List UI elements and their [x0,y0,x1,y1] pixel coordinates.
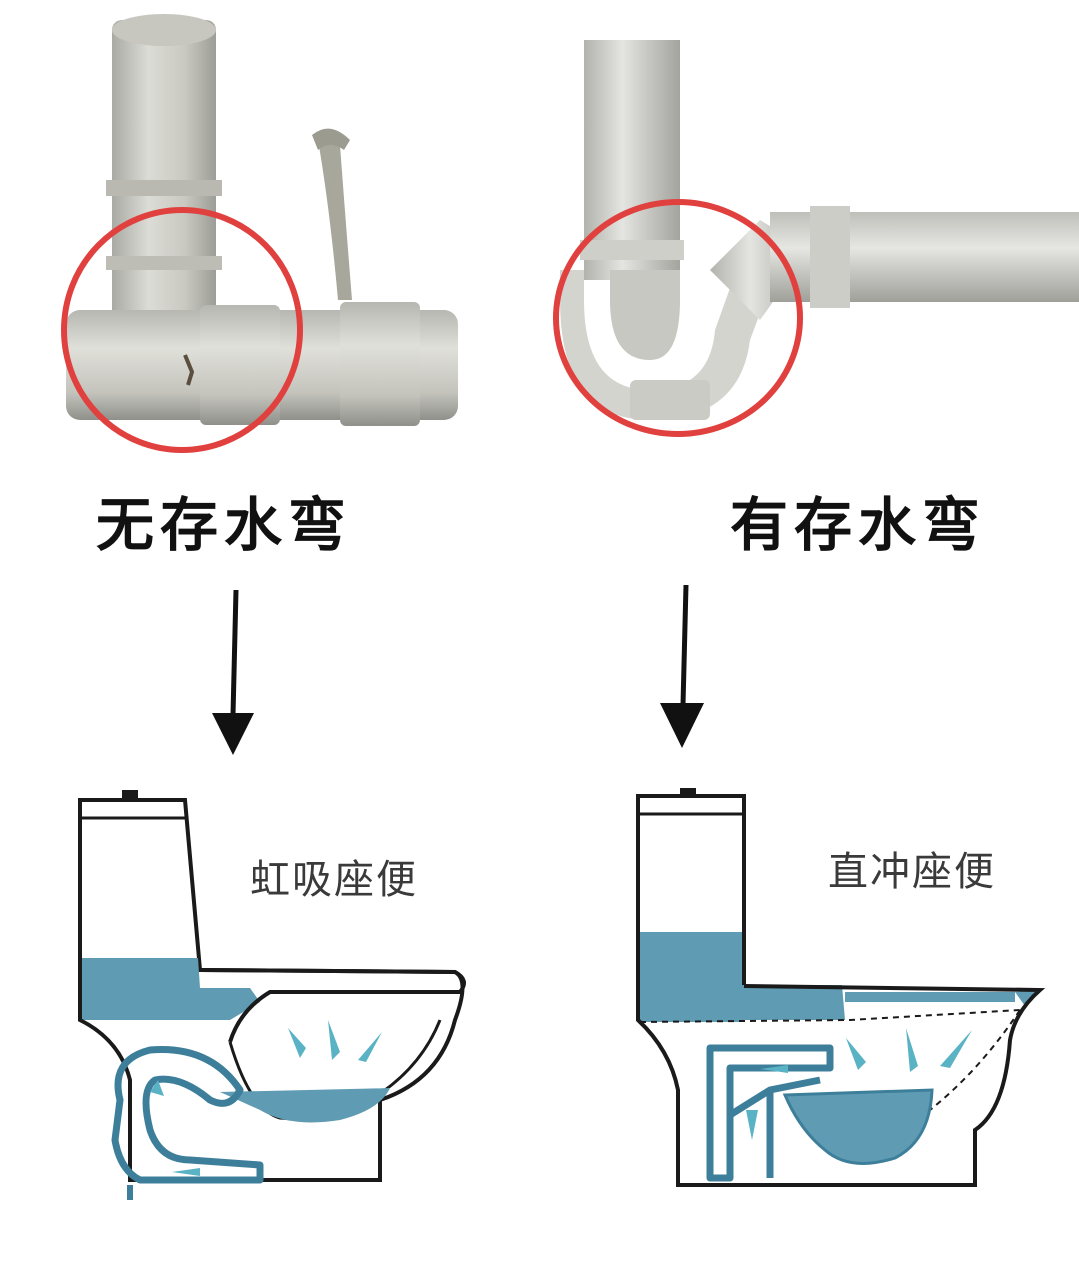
label-siphon-toilet: 虹吸座便 [250,857,418,903]
photo-pipe-no-trap [0,0,540,460]
highlight-circle-icon [553,199,803,437]
heading-with-trap: 有存水弯 [730,491,987,559]
pipe-p-trap-photo [553,40,1079,437]
down-arrow-left [200,585,270,760]
photo-pipe-with-trap [540,0,1079,460]
siphon-toilet-diagram [60,780,490,1210]
direct-flush-toilet-diagram [620,780,1060,1200]
siphon-toilet-cross-section-icon [78,790,466,1200]
arrow-down-icon [212,589,254,755]
direct-flush-toilet-cross-section-icon [636,788,1046,1187]
heading-no-trap: 无存水弯 [96,491,353,559]
pipe-tee-no-trap-photo [61,14,458,453]
arrow-down-icon [660,584,704,748]
down-arrow-right [650,580,720,755]
highlight-circle-icon [61,207,303,453]
label-direct-flush-toilet: 直冲座便 [828,849,996,895]
